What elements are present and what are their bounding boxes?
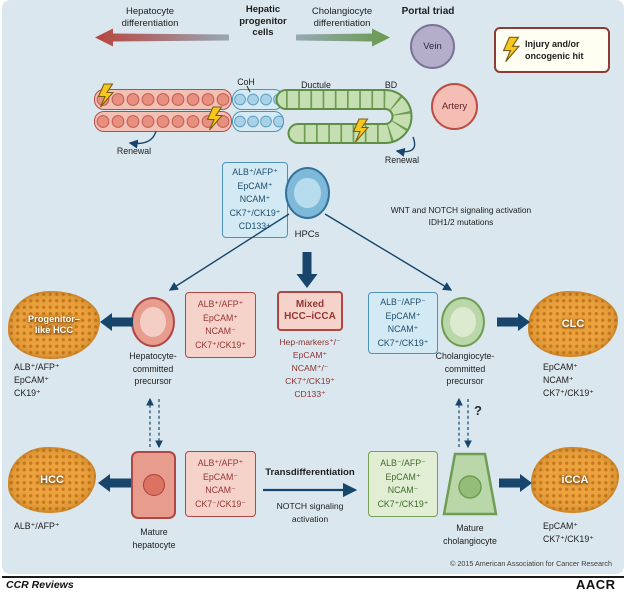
icca-markers: EpCAM⁺ CK7⁺/CK19⁺	[543, 521, 594, 544]
copyright-text: © 2015 American Association for Cancer R…	[450, 559, 612, 568]
hcc-markers: ALB⁺/AFP⁺	[14, 521, 60, 531]
mature-cholangiocyte-marker-box: ALB⁻/AFP⁻ EpCAM⁺ NCAM⁻ CK7⁺/CK19⁺	[368, 451, 438, 517]
portal-triad-label: Portal triad	[401, 6, 455, 17]
bile-duct-label: BD	[384, 80, 398, 90]
hepatocyte-committed-precursor-cell	[131, 297, 175, 347]
clc-tumor: CLC	[528, 291, 618, 357]
aacr-logo: AACR	[576, 577, 616, 592]
vein-circle: Vein	[410, 24, 455, 69]
wnt-notch-signaling-label: WNT and NOTCH signaling activation IDH1/…	[390, 205, 532, 227]
injury-callout: Injury and/or oncogenic hit	[494, 27, 610, 73]
hpc-cell-inner	[294, 177, 321, 209]
ductule-label: Ductule	[301, 80, 331, 90]
icca-name: iCCA	[561, 474, 589, 486]
mature-hepatocyte-label: Mature hepatocyte	[132, 527, 176, 550]
progenitor-like-hcc-tumor: Progenitor– like HCC	[8, 291, 100, 359]
hepatocyte-nucleus	[142, 474, 165, 496]
mixed-hcc-icca-markers: Hep-markers⁺/⁻ EpCAM⁺ NCAM⁺/⁻ CK7⁺/CK19⁺…	[279, 337, 341, 399]
hepatocyte-cell-row-bottom	[94, 111, 232, 132]
footer-divider	[2, 576, 624, 578]
question-mark-label: ?	[474, 403, 482, 418]
hpc-marker-box: ALB⁺/AFP⁺ EpCAM⁺ NCAM⁺ CK7⁺/CK19⁺ CD133+	[222, 162, 288, 238]
artery-circle: Artery	[431, 83, 478, 130]
injury-callout-text: Injury and/or oncogenic hit	[525, 39, 584, 61]
progenitor-like-hcc-markers: ALB⁺/AFP⁺ EpCAM⁺ CK19⁺	[14, 362, 60, 398]
hcc-tumor: HCC	[8, 447, 96, 513]
notch-signaling-label: NOTCH signaling activation	[276, 501, 344, 524]
cholangiocyte-committed-precursor-cell	[441, 297, 485, 347]
mature-hepatocyte-marker-box: ALB⁺/AFP⁺ EpCAM⁻ NCAM⁻ CK7⁻/CK19⁻	[185, 451, 256, 517]
clc-markers: EpCAM⁺ NCAM⁺ CK7⁺/CK19⁺	[543, 362, 594, 398]
hepatocyte-cell-row-top	[94, 89, 232, 110]
coh-label: CoH	[237, 77, 255, 87]
hepatic-progenitor-cells-label: Hepatic progenitor cells	[239, 4, 287, 38]
cholangiocyte-differentiation-label: Cholangiocyte differentiation	[311, 6, 373, 29]
hepatocyte-differentiation-label: Hepatocyte differentiation	[121, 6, 179, 29]
cholangiocyte-trapezoid-shape	[442, 452, 498, 516]
transdifferentiation-label: Transdifferentiation	[265, 467, 355, 478]
hepatocyte-precursor-marker-box: ALB⁺/AFP⁺ EpCAM⁺ NCAM⁻ CK7⁺/CK19⁺	[185, 292, 256, 358]
icca-tumor: iCCA	[531, 447, 619, 513]
hpcs-label: HPCs	[294, 229, 320, 240]
renewal-right-label: Renewal	[384, 155, 420, 165]
hepatocyte-committed-precursor-label: Hepatocyte- committed precursor	[129, 351, 177, 386]
hepatocyte-precursor-cell-inner	[140, 307, 166, 337]
coh-cell-row-top	[232, 89, 284, 110]
clc-name: CLC	[561, 318, 585, 330]
mature-cholangiocyte-cell	[442, 452, 498, 521]
mature-hepatocyte-cell	[131, 451, 176, 519]
cholangiocyte-precursor-marker-box: ALB⁻/AFP⁻ EpCAM⁺ NCAM⁺ CK7⁺/CK19⁺	[368, 292, 438, 354]
renewal-left-label: Renewal	[116, 146, 152, 156]
mixed-hcc-icca-box: Mixed HCC–iCCA	[277, 291, 343, 331]
progenitor-like-hcc-name: Progenitor– like HCC	[27, 313, 81, 336]
journal-wordmark: CCR Reviews	[6, 579, 74, 591]
cholangiocyte-committed-precursor-label: Cholangiocyte- committed precursor	[435, 351, 495, 386]
mature-cholangiocyte-label: Mature cholangiocyte	[443, 523, 497, 546]
cholangiocyte-precursor-cell-inner	[450, 307, 476, 337]
lightning-bolt-icon	[502, 36, 520, 63]
hpc-cell	[285, 167, 330, 219]
coh-cell-row-bottom	[232, 111, 284, 132]
hcc-name: HCC	[40, 474, 64, 486]
